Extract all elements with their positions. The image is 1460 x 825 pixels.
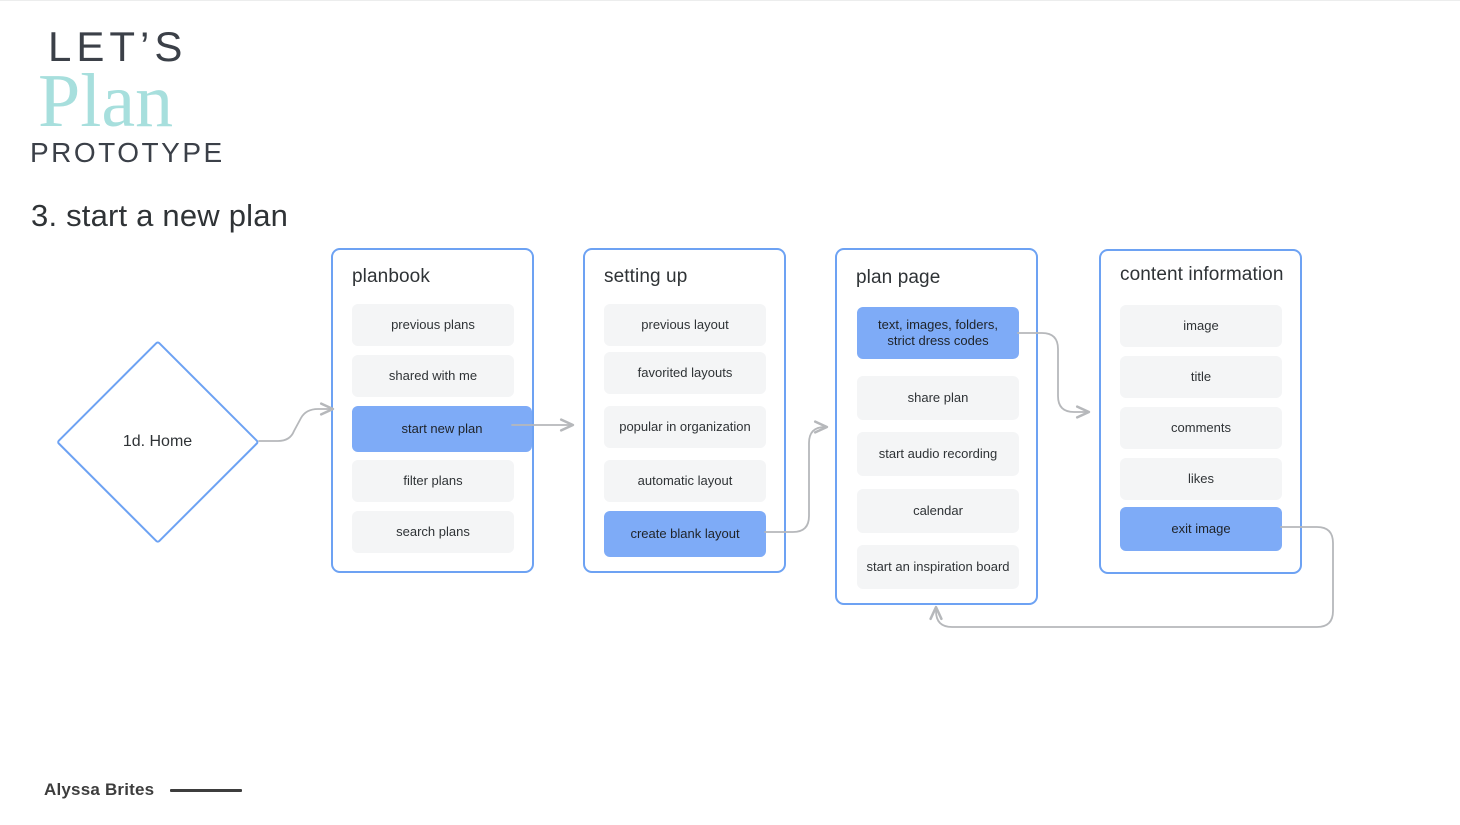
card-row-label: calendar (913, 502, 963, 518)
card-row-label: share plan (907, 389, 969, 405)
card-row-label: image (1183, 317, 1219, 333)
card-row-label: create blank layout (630, 525, 740, 541)
card-planbook: planbook previous plans shared with me s… (331, 248, 534, 573)
footer-author: Alyssa Brites (44, 780, 155, 799)
card-row-label: shared with me (388, 367, 478, 383)
card-title: plan page (856, 267, 941, 288)
start-node-label: 1d. Home (122, 432, 193, 450)
card-row-text-images-folders[interactable]: text, images, folders, strict dress code… (857, 307, 1019, 359)
card-row-filter-plans[interactable]: filter plans (352, 460, 514, 502)
card-row-label: previous plans (391, 316, 475, 332)
card-plan-page: plan page text, images, folders, strict … (835, 248, 1038, 605)
slide-top-divider (0, 0, 1460, 1)
card-row-label: favorited layouts (637, 364, 733, 380)
card-row-previous-layout[interactable]: previous layout (604, 304, 766, 346)
logo-line-lets: LET’S (48, 23, 188, 70)
page-title: 3. start a new plan (31, 198, 289, 233)
card-row-label: exit image (1171, 520, 1231, 536)
card-row-image[interactable]: image (1120, 305, 1282, 347)
card-title: planbook (352, 266, 430, 287)
card-row-start-new-plan[interactable]: start new plan (352, 406, 532, 452)
card-row-favorited-layouts[interactable]: favorited layouts (604, 352, 766, 394)
card-setting-up: setting up previous layout favorited lay… (583, 248, 786, 573)
logo-line-plan: Plan (38, 59, 174, 143)
card-row-label: start audio recording (878, 445, 998, 461)
card-row-likes[interactable]: likes (1120, 458, 1282, 500)
card-row-share-plan[interactable]: share plan (857, 376, 1019, 420)
card-row-label: start an inspiration board (866, 558, 1010, 574)
card-row-title[interactable]: title (1120, 356, 1282, 398)
card-title: setting up (604, 266, 688, 287)
card-row-popular-in-organization[interactable]: popular in organization (604, 406, 766, 448)
card-row-label: comments (1171, 419, 1231, 435)
logo-line-prototype: PROTOTYPE (30, 137, 225, 168)
card-row-previous-plans[interactable]: previous plans (352, 304, 514, 346)
card-row-search-plans[interactable]: search plans (352, 511, 514, 553)
card-row-start-audio-recording[interactable]: start audio recording (857, 432, 1019, 476)
card-row-label: automatic layout (637, 472, 733, 488)
logo: LET’S Plan PROTOTYPE (30, 26, 330, 176)
card-row-calendar[interactable]: calendar (857, 489, 1019, 533)
card-row-label: filter plans (403, 472, 463, 488)
connector-home-to-planbook (258, 402, 335, 442)
card-row-exit-image[interactable]: exit image (1120, 507, 1282, 551)
card-row-label: popular in organization (619, 418, 751, 434)
card-row-label: search plans (396, 523, 470, 539)
card-title: content information (1120, 264, 1284, 285)
card-row-label: text, images, folders, strict dress code… (878, 316, 998, 348)
footer-rule (170, 788, 243, 792)
footer: Alyssa Brites (44, 780, 243, 800)
card-row-label: start new plan (401, 420, 483, 436)
card-row-automatic-layout[interactable]: automatic layout (604, 460, 766, 502)
start-node-home[interactable]: 1d. Home (55, 339, 260, 544)
card-row-label: title (1190, 368, 1212, 384)
card-content-information: content information image title comments… (1099, 249, 1302, 574)
card-row-create-blank-layout[interactable]: create blank layout (604, 511, 766, 557)
card-row-comments[interactable]: comments (1120, 407, 1282, 449)
card-row-shared-with-me[interactable]: shared with me (352, 355, 514, 397)
card-row-label: likes (1187, 470, 1214, 486)
card-row-start-an-inspiration-board[interactable]: start an inspiration board (857, 545, 1019, 589)
card-row-label: previous layout (641, 316, 729, 332)
